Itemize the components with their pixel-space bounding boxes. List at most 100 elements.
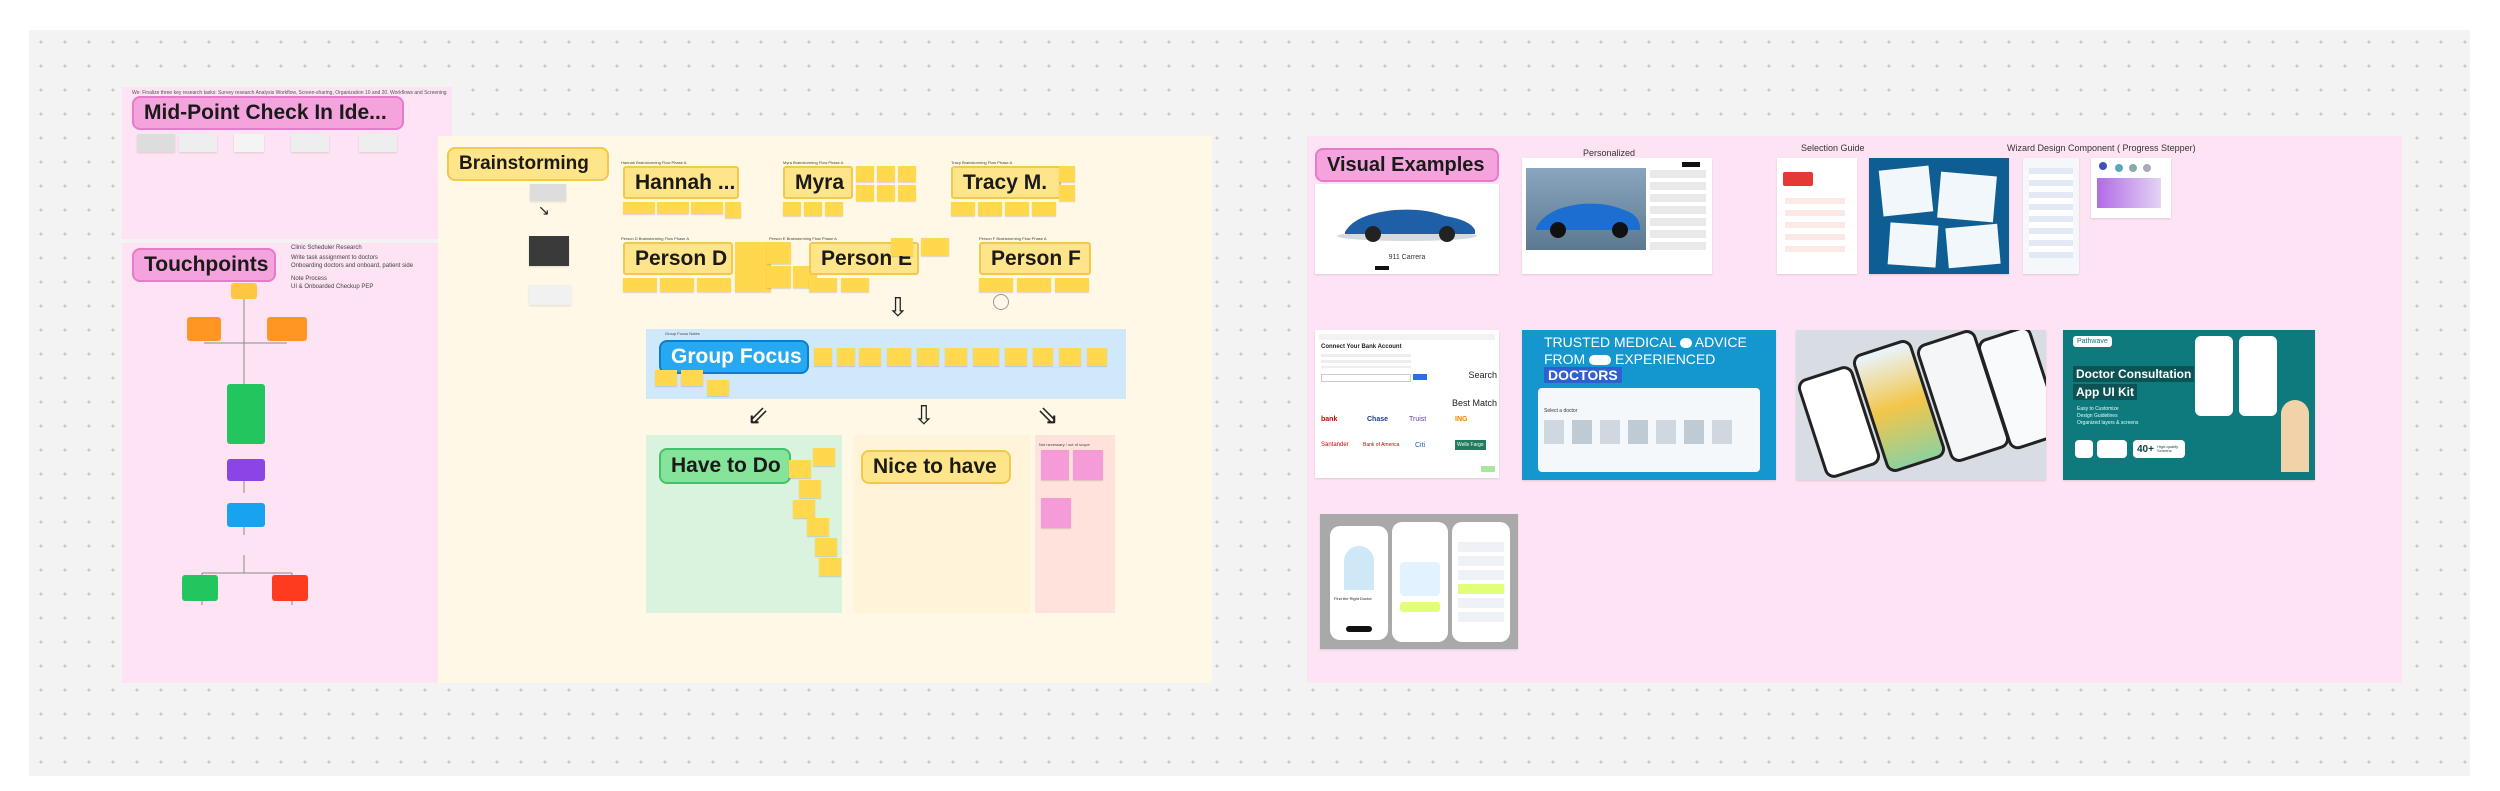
bank-continue-button[interactable] (1481, 466, 1495, 472)
person-label-d[interactable]: Person D (623, 242, 733, 275)
sticky-note[interactable] (877, 185, 895, 201)
bank-search-field[interactable] (1321, 374, 1411, 382)
sticky-note[interactable] (856, 185, 874, 201)
porsche-button[interactable] (1375, 266, 1389, 270)
flow-node-start[interactable] (231, 283, 257, 299)
sticky-note[interactable] (1059, 166, 1075, 182)
doctor-thumb[interactable] (1572, 420, 1592, 444)
sticky-note[interactable] (898, 166, 916, 182)
sticky-note[interactable] (819, 558, 841, 576)
sticky-note[interactable] (859, 348, 881, 366)
flow-node-green[interactable] (227, 384, 265, 444)
sticky-note[interactable] (767, 266, 791, 288)
midpoint-thumb[interactable] (137, 134, 175, 152)
sticky-note[interactable] (891, 238, 913, 256)
doctor-thumb[interactable] (1712, 420, 1732, 444)
bank-logo[interactable]: Bank of America (1363, 442, 1400, 448)
sticky-note[interactable] (809, 278, 837, 292)
person-label-f[interactable]: Person F (979, 242, 1091, 275)
doctor-thumb[interactable] (1684, 420, 1704, 444)
sticky-note[interactable] (825, 202, 843, 216)
bank-logo[interactable]: ING (1455, 416, 1468, 423)
sticky-note[interactable] (691, 202, 723, 214)
visual-examples-title[interactable]: Visual Examples (1315, 148, 1499, 182)
phone-mockups-card[interactable] (1796, 330, 2046, 480)
person-label-tracy[interactable]: Tracy M. (951, 166, 1061, 199)
sticky-note[interactable] (1017, 278, 1051, 292)
sticky-note[interactable] (623, 202, 655, 214)
personalized-example-card[interactable] (1522, 158, 1712, 274)
bank-logo[interactable]: Truist (1409, 416, 1427, 423)
sticky-note[interactable] (917, 348, 939, 366)
sticky-note[interactable] (804, 202, 822, 216)
sticky-note[interactable] (1059, 348, 1081, 366)
midpoint-title[interactable]: Mid-Point Check In Ide... (132, 96, 404, 130)
sticky-note[interactable] (657, 202, 689, 214)
sticky-note[interactable] (1087, 348, 1107, 366)
selection-guide-card[interactable] (1777, 158, 1857, 274)
sticky-note[interactable] (725, 202, 741, 218)
sticky-note[interactable] (799, 480, 821, 498)
sticky-note[interactable] (1041, 498, 1071, 528)
bank-logo[interactable]: Chase (1367, 416, 1389, 423)
sticky-note[interactable] (681, 370, 703, 386)
sticky-note[interactable] (973, 348, 999, 366)
sticky-note[interactable] (921, 238, 949, 256)
doctor-thumb[interactable] (1656, 420, 1676, 444)
doctor-thumb[interactable] (1628, 420, 1648, 444)
sticky-note[interactable] (841, 278, 869, 292)
instruction-card[interactable] (529, 285, 571, 305)
sticky-note[interactable] (856, 166, 874, 182)
doctor-app-card[interactable]: Find the Right Doctor (1320, 514, 1518, 649)
doctor-thumb[interactable] (1544, 420, 1564, 444)
sticky-note[interactable] (1005, 348, 1027, 366)
flow-node-red-end[interactable] (272, 575, 308, 601)
person-label-hannah[interactable]: Hannah ... (623, 166, 739, 199)
bank-search-button[interactable] (1413, 374, 1427, 380)
medical-advice-card[interactable]: TRUSTED MEDICAL ADVICE FROM EXPERIENCED … (1522, 330, 1776, 480)
sticky-note[interactable] (697, 278, 731, 292)
instruction-card[interactable] (530, 184, 566, 201)
wizard-example-card[interactable] (2023, 158, 2079, 274)
flow-node-orange[interactable] (267, 317, 307, 341)
sticky-note[interactable] (767, 242, 791, 264)
whiteboard-canvas[interactable]: We: Finalize three key research tasks: S… (29, 30, 2470, 776)
flow-node-green-end[interactable] (182, 575, 218, 601)
sticky-note[interactable] (978, 202, 1002, 216)
sticky-note[interactable] (1005, 202, 1029, 216)
sticky-note[interactable] (945, 348, 967, 366)
doctor-consultation-kit-card[interactable]: Pathwave Doctor Consultation App UI Kit … (2063, 330, 2315, 480)
sticky-note[interactable] (623, 278, 657, 292)
sticky-note[interactable] (837, 348, 855, 366)
person-label-myra[interactable]: Myra (783, 166, 853, 199)
sticky-note[interactable] (898, 185, 916, 201)
midpoint-thumb[interactable] (234, 134, 264, 152)
sticky-note[interactable] (877, 166, 895, 182)
bank-logo[interactable]: Citi (1415, 442, 1426, 449)
sticky-note[interactable] (735, 242, 771, 292)
flow-node-blue[interactable] (227, 503, 265, 527)
sticky-note[interactable] (660, 278, 694, 292)
sticky-note[interactable] (815, 538, 837, 556)
bank-logo[interactable]: Santander (1321, 442, 1349, 448)
brainstorming-title[interactable]: Brainstorming (447, 147, 609, 181)
sticky-note[interactable] (1032, 202, 1056, 216)
selection-guide-card-dark[interactable] (1869, 158, 2009, 274)
midpoint-thumb[interactable] (291, 134, 329, 152)
sticky-note[interactable] (1041, 450, 1069, 480)
bank-connect-card[interactable]: Connect Your Bank Account Search Best Ma… (1315, 330, 1499, 478)
get-started-button[interactable] (1346, 626, 1372, 632)
sticky-note[interactable] (1059, 185, 1075, 201)
sticky-note[interactable] (1073, 450, 1103, 480)
sticky-note[interactable] (887, 348, 911, 366)
sticky-note[interactable] (814, 348, 832, 366)
sticky-note[interactable] (783, 202, 801, 216)
touchpoints-title[interactable]: Touchpoints (132, 248, 276, 282)
personalized-button[interactable] (1682, 162, 1700, 167)
flow-node-orange[interactable] (187, 317, 221, 341)
sticky-note[interactable] (813, 448, 835, 466)
instruction-card[interactable] (529, 236, 569, 266)
group-focus-label[interactable]: Group Focus (659, 340, 809, 374)
midpoint-thumb[interactable] (179, 134, 217, 152)
sticky-note[interactable] (789, 460, 811, 478)
